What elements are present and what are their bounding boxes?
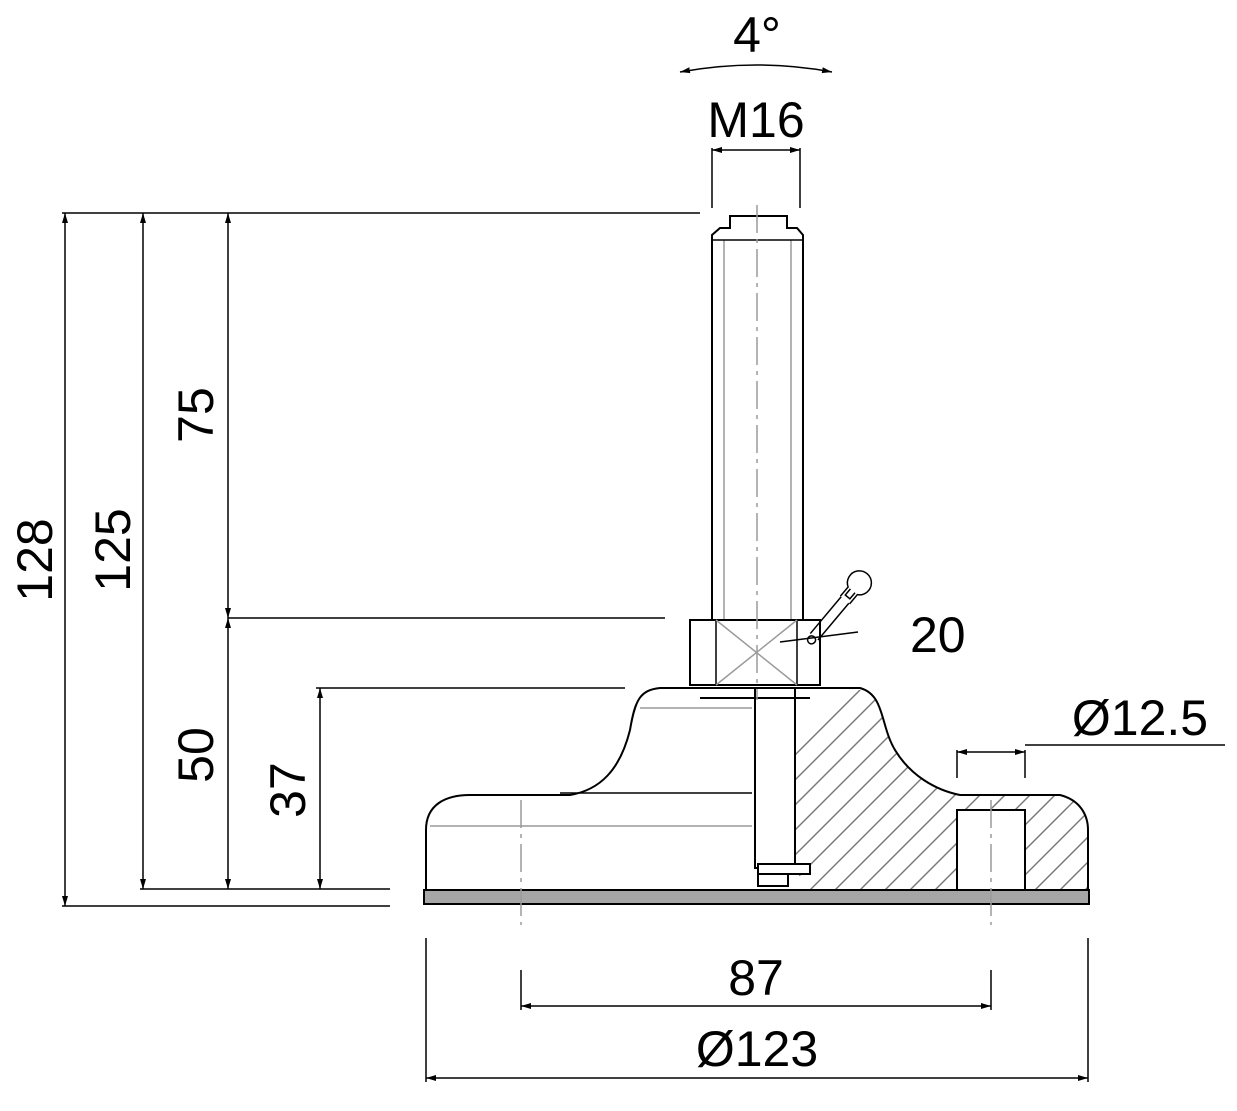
thread-size-label: M16 <box>707 92 804 148</box>
nut-height-label: 50 <box>168 727 224 783</box>
base-height-label: 37 <box>260 762 316 818</box>
rubber-pad <box>423 889 1090 905</box>
wrench-size-label: 20 <box>910 607 966 663</box>
lower-stem <box>754 687 796 869</box>
tilt-angle-label: 4° <box>733 7 781 63</box>
angle-dimension-arc <box>679 64 833 74</box>
hole-spacing-label: 87 <box>728 950 784 1006</box>
overall-height-max-label: 128 <box>7 518 63 601</box>
base-diameter-label: Ø123 <box>696 1021 818 1077</box>
hex-nut <box>689 619 821 686</box>
wrench-icon <box>806 570 873 645</box>
hole-diameter-label: Ø12.5 <box>1072 690 1208 746</box>
overall-height-label: 125 <box>85 508 141 591</box>
base-body <box>425 687 1089 890</box>
thread-length-label: 75 <box>168 387 224 443</box>
